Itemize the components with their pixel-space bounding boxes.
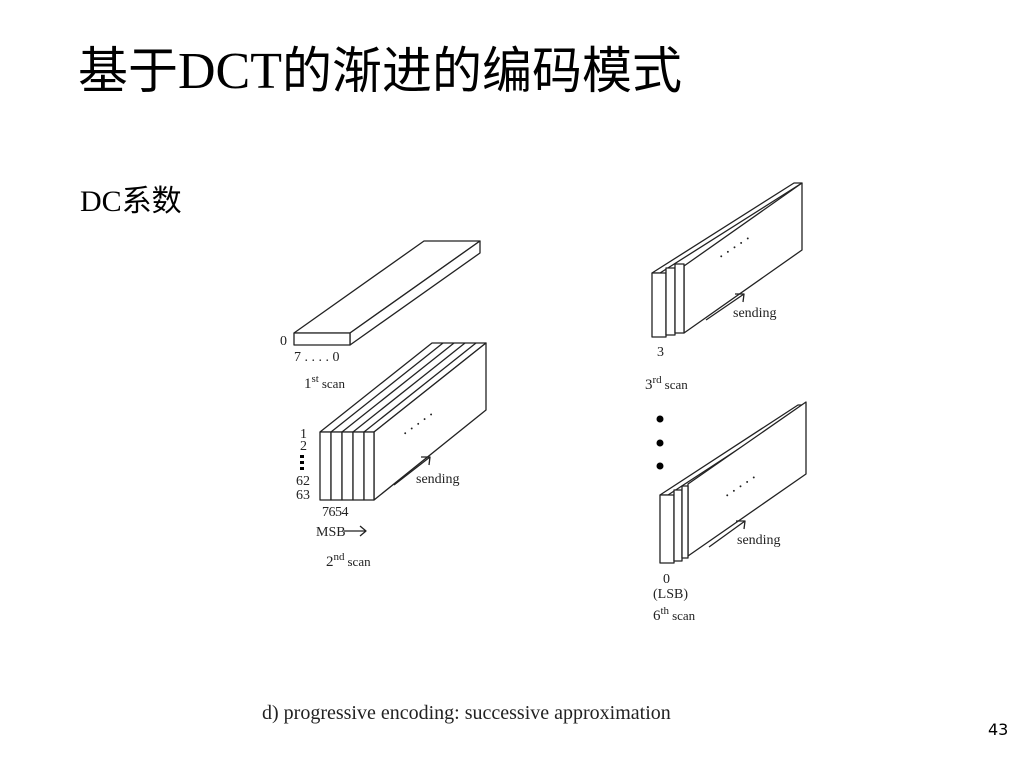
vertical-ellipsis xyxy=(656,415,664,470)
scan6-plane-mid xyxy=(673,489,683,562)
scan2-plane-4 xyxy=(352,431,365,501)
figure-caption: d) progressive encoding: successive appr… xyxy=(262,702,671,724)
scan6-lsb-label: (LSB) xyxy=(653,587,688,602)
scan2-sending-label: sending xyxy=(416,472,460,487)
scan6-bit-label: 0 xyxy=(663,572,670,587)
scan2-sending-arrow xyxy=(393,456,431,486)
scan3-sending-arrow xyxy=(705,293,745,321)
scan3-plane-mid xyxy=(665,267,676,336)
scan1-slab-front xyxy=(293,332,351,346)
scan2-msb-arrow xyxy=(344,525,367,537)
scan3-plane-back xyxy=(674,263,685,334)
page-number: 43 xyxy=(988,720,1009,739)
title-dct: DCT xyxy=(178,43,282,100)
scan1-slab xyxy=(293,240,481,346)
title-prefix: 基于 xyxy=(78,42,178,100)
scan6-block xyxy=(659,401,807,564)
scan1-top-index: 0 xyxy=(280,334,287,349)
subtitle-suffix: 系数 xyxy=(121,184,182,219)
scan2-bit-labels: 7 6 5 4 xyxy=(322,505,349,520)
scan2-coef-62: 62 xyxy=(296,474,310,489)
scan3-block xyxy=(651,182,803,338)
slide-subtitle: DC系数 xyxy=(80,182,182,222)
scan2-coef-1: 1 xyxy=(300,427,307,442)
scan6-plane-back xyxy=(681,485,689,559)
scan2-msb-label: MSB xyxy=(316,525,346,540)
scan2-plane-6 xyxy=(330,431,343,501)
scan3-sending-label: sending xyxy=(733,306,777,321)
scan2-coef-2: 2 xyxy=(300,439,307,454)
scan2-plane-7 xyxy=(319,431,332,501)
scan6-sending-arrow xyxy=(708,520,746,548)
scan3-bit-label: 3 xyxy=(657,345,664,360)
scan2-plane-5 xyxy=(341,431,354,501)
scan1-bit-label: 7 . . . . 0 xyxy=(294,350,340,365)
subtitle-dc: DC xyxy=(80,185,122,218)
title-suffix: 的渐进的编码模式 xyxy=(282,42,682,100)
scan3-plane-front xyxy=(651,272,667,338)
scan6-sending-label: sending xyxy=(737,533,781,548)
scan2-plane-3 xyxy=(363,431,375,501)
scan2-coef-63: 63 xyxy=(296,488,310,503)
scan2-coef-ellipsis xyxy=(300,455,304,470)
slide-title: 基于DCT的渐进的编码模式 xyxy=(78,36,682,107)
scan2-block xyxy=(319,342,487,501)
scan6-plane-front xyxy=(659,494,675,564)
